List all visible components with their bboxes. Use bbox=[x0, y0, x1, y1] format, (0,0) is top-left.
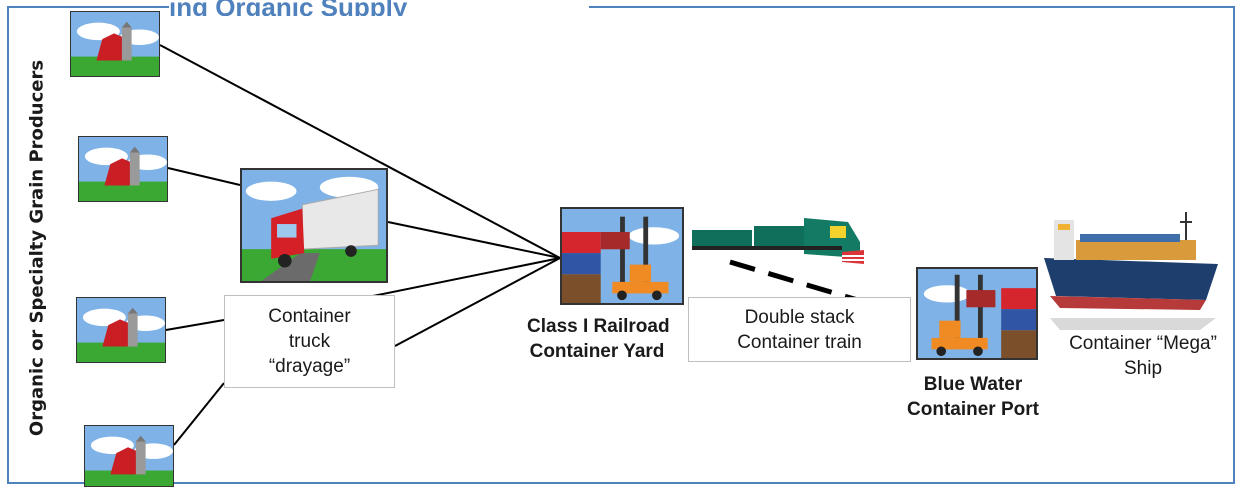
port-label: Blue Water Container Port bbox=[892, 372, 1054, 422]
diagram-title: ing Organic Supply bbox=[169, 0, 408, 16]
farm2-to-truck-line bbox=[167, 167, 241, 186]
farm4-to-drayage-line bbox=[173, 382, 225, 446]
port-line-1: Blue Water bbox=[923, 374, 1023, 395]
drayage-lower-to-yard-line bbox=[394, 257, 561, 347]
drayage-label-box: Container truck “drayage” bbox=[224, 295, 395, 388]
train-line-1: Double stack bbox=[744, 306, 855, 328]
farm-barn-icon bbox=[78, 136, 168, 202]
farm-barn-icon bbox=[76, 297, 166, 363]
diagram-frame: ing Organic Supply bbox=[7, 0, 1235, 484]
drayage-line-2: truck bbox=[288, 331, 331, 352]
ship-line-1: Container “Mega” bbox=[1069, 333, 1217, 354]
farm-barn-icon bbox=[70, 11, 160, 77]
ship-label: Container “Mega” Ship bbox=[1048, 331, 1238, 381]
drayage-line-3: “drayage” bbox=[268, 356, 351, 377]
farm3-to-drayage-line bbox=[165, 319, 225, 331]
truck-to-yard-line bbox=[387, 221, 561, 259]
farm-barn-icon bbox=[84, 425, 174, 487]
container-ship-icon bbox=[1040, 210, 1225, 330]
drayage-to-yard-line bbox=[367, 257, 561, 298]
double-stack-train-box: Double stack Container train bbox=[688, 297, 911, 362]
farm1-to-yard-line bbox=[159, 44, 561, 259]
railroad-yard-label: Class I Railroad Container Yard bbox=[527, 314, 670, 364]
container-port-icon bbox=[916, 267, 1038, 360]
semi-truck-icon bbox=[240, 168, 388, 283]
railroad-yard-line-1: Class I Railroad bbox=[527, 316, 670, 337]
ship-line-2: Ship bbox=[1123, 358, 1163, 379]
container-yard-icon bbox=[560, 207, 684, 305]
title-strip: ing Organic Supply bbox=[169, 0, 589, 16]
railroad-yard-line-2: Container Yard bbox=[529, 341, 665, 362]
drayage-line-1: Container bbox=[268, 306, 351, 327]
port-line-2: Container Port bbox=[907, 399, 1039, 420]
train-line-2: Container train bbox=[737, 331, 862, 353]
locomotive-icon bbox=[692, 202, 868, 274]
